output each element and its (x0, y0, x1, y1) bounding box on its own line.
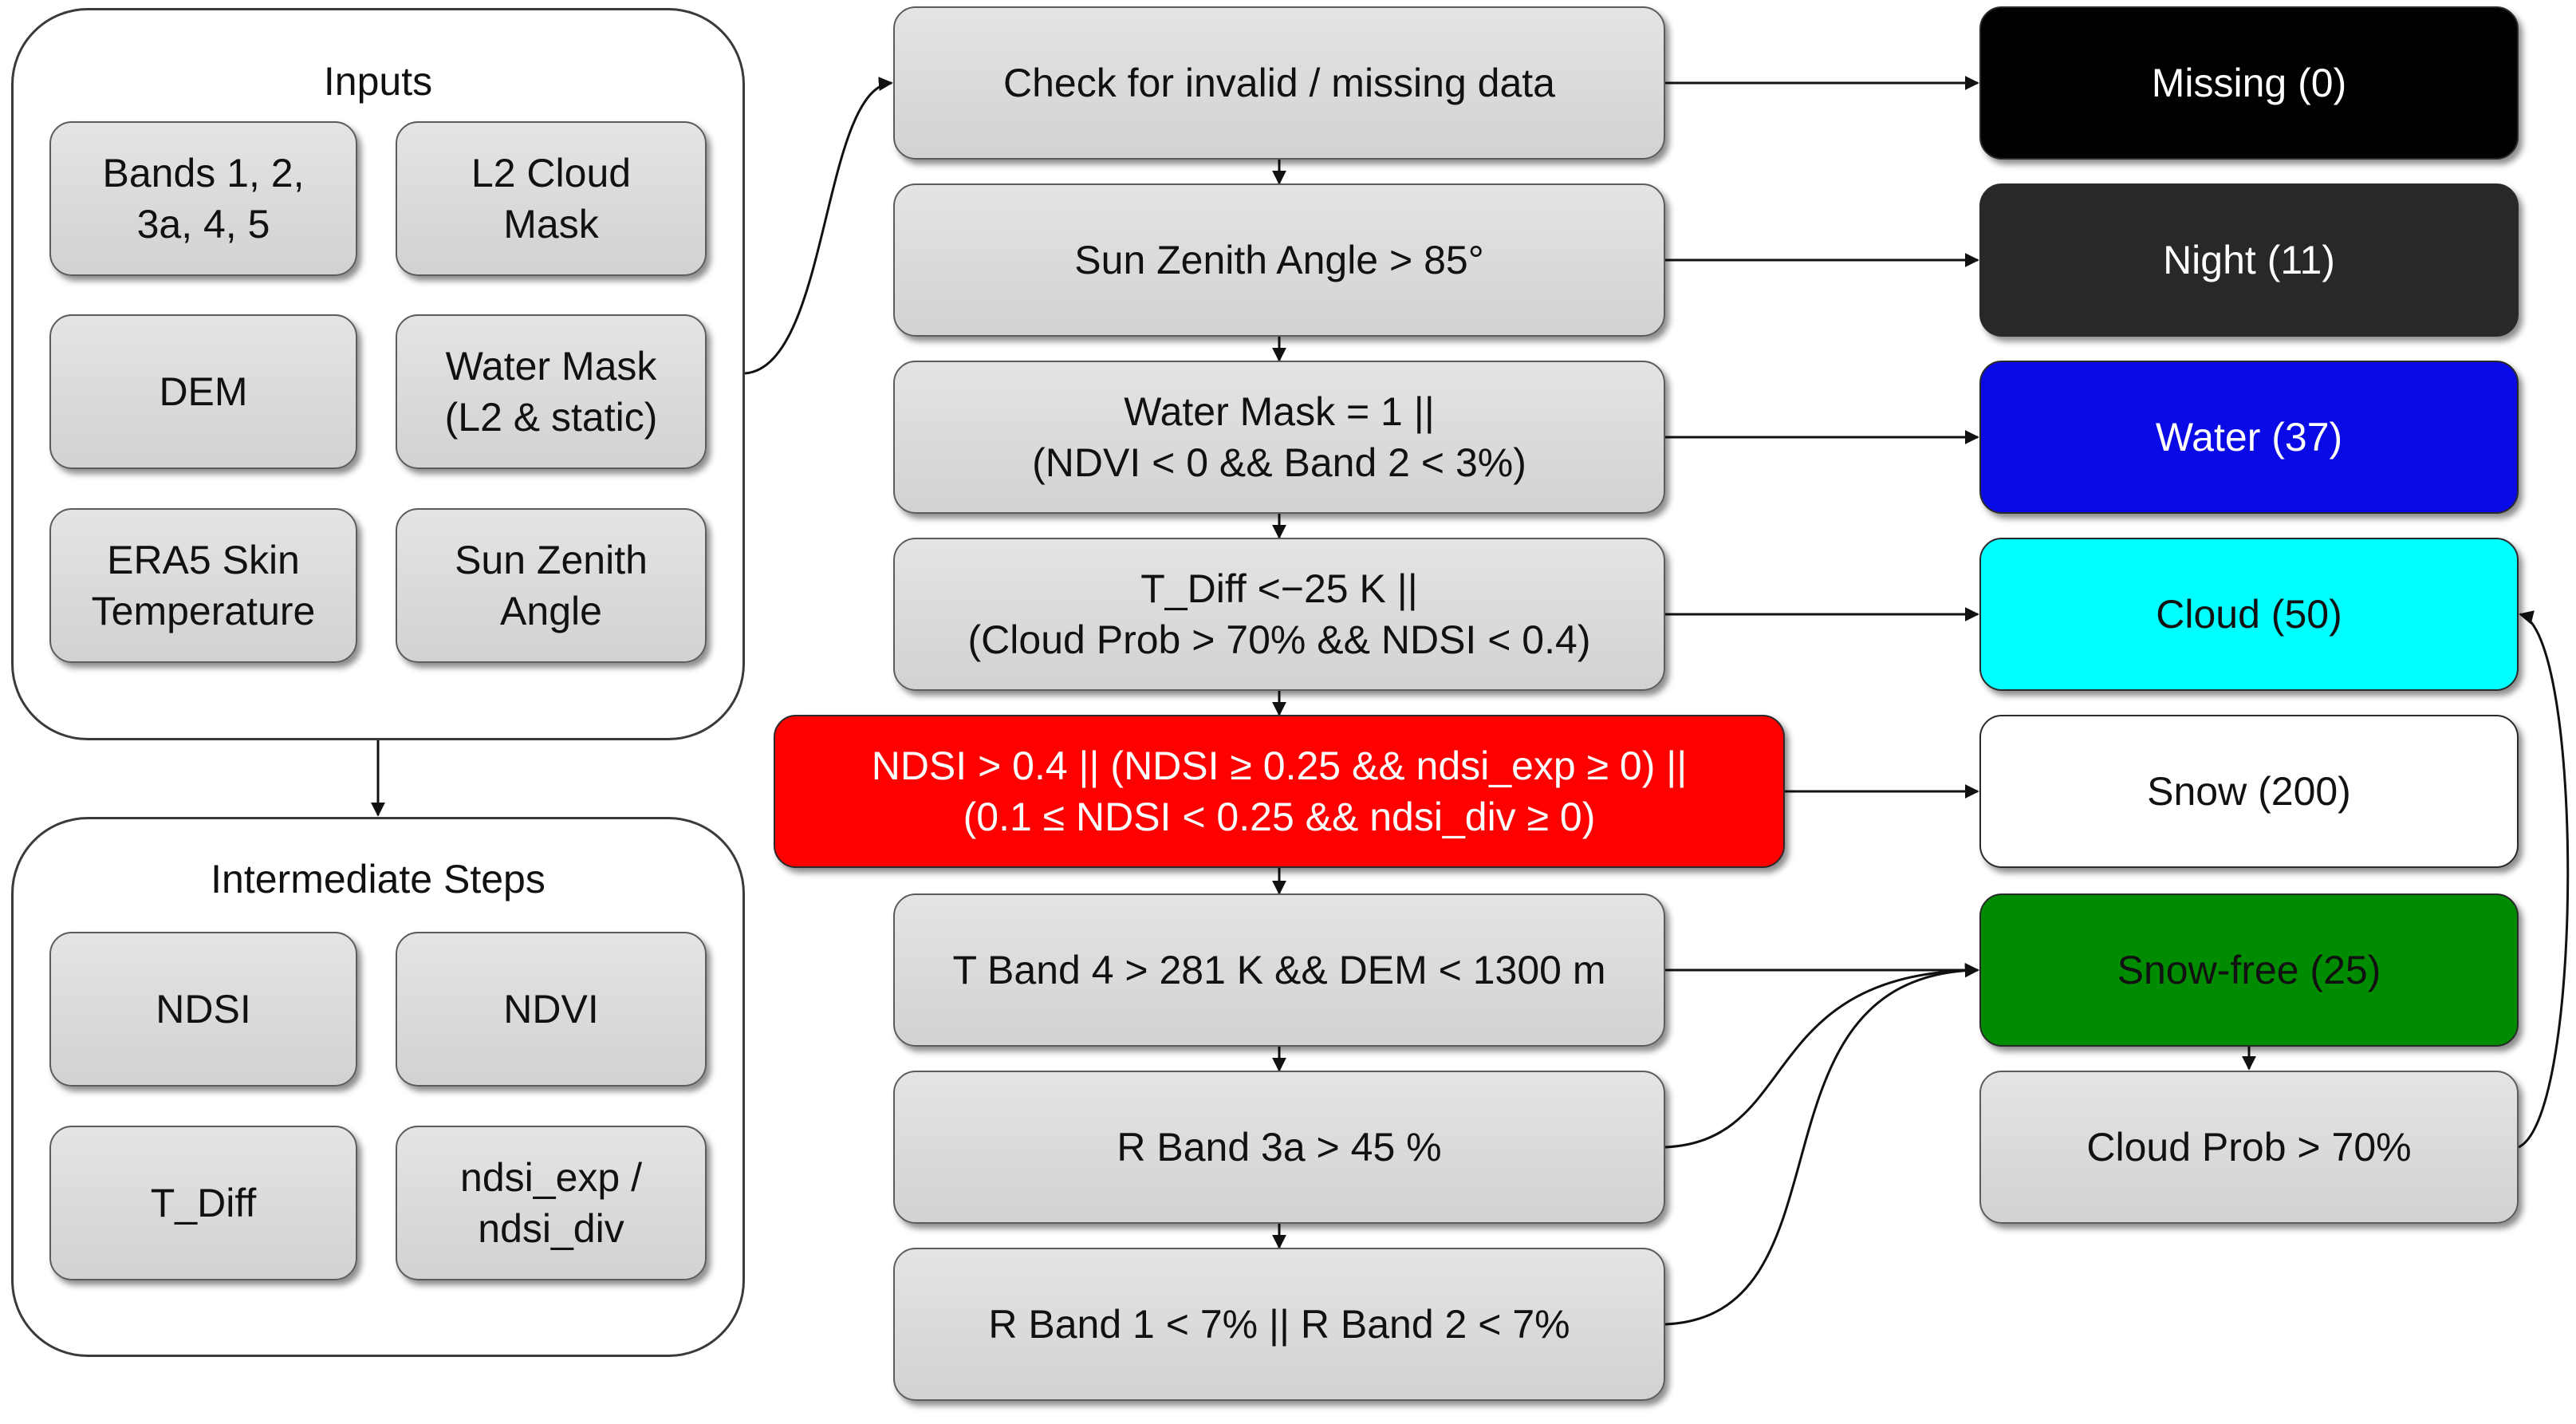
decision-band-1-2: R Band 1 < 7% || R Band 2 < 7% (893, 1248, 1665, 1401)
decision-water: Water Mask = 1 || (NDVI < 0 && Band 2 < … (893, 361, 1665, 514)
step-ndsi-exp-div: ndsi_exp / ndsi_div (396, 1126, 707, 1280)
intermediate-title: Intermediate Steps (211, 857, 546, 901)
decision-sun-zenith: Sun Zenith Angle > 85° (893, 183, 1665, 337)
output-night: Night (11) (1979, 183, 2519, 337)
inputs-title: Inputs (323, 59, 433, 104)
input-water-mask: Water Mask (L2 & static) (396, 314, 707, 469)
output-snow: Snow (200) (1979, 715, 2519, 868)
output-water: Water (37) (1979, 361, 2519, 514)
input-sun-zenith-angle: Sun Zenith Angle (396, 508, 707, 663)
output-snow-free: Snow-free (25) (1979, 893, 2519, 1047)
connector-band3a-to-snowfree (1664, 963, 1979, 1149)
input-era5-skin-temperature: ERA5 Skin Temperature (49, 508, 357, 663)
connector-band12-to-snowfree (1664, 963, 1979, 1326)
input-l2-cloud-mask: L2 Cloud Mask (396, 121, 707, 276)
decision-snow: NDSI > 0.4 || (NDSI ≥ 0.25 && ndsi_exp ≥… (774, 715, 1785, 868)
step-ndsi: NDSI (49, 932, 357, 1087)
output-cloud: Cloud (50) (1979, 538, 2519, 691)
output-missing: Missing (0) (1979, 6, 2519, 160)
step-ndvi: NDVI (396, 932, 707, 1087)
decision-cloud-prob: Cloud Prob > 70% (1979, 1071, 2519, 1224)
connector-inputs-to-check (744, 77, 893, 375)
input-bands: Bands 1, 2, 3a, 4, 5 (49, 121, 357, 276)
decision-band-3a: R Band 3a > 45 % (893, 1071, 1665, 1224)
decision-cloud: T_Diff <−25 K || (Cloud Prob > 70% && ND… (893, 538, 1665, 691)
decision-warm-low: T Band 4 > 281 K && DEM < 1300 m (893, 893, 1665, 1047)
decision-missing-data: Check for invalid / missing data (893, 6, 1665, 160)
step-t-diff: T_Diff (49, 1126, 357, 1280)
input-dem: DEM (49, 314, 357, 469)
connector-cloudprob-to-cloud (2518, 610, 2570, 1149)
